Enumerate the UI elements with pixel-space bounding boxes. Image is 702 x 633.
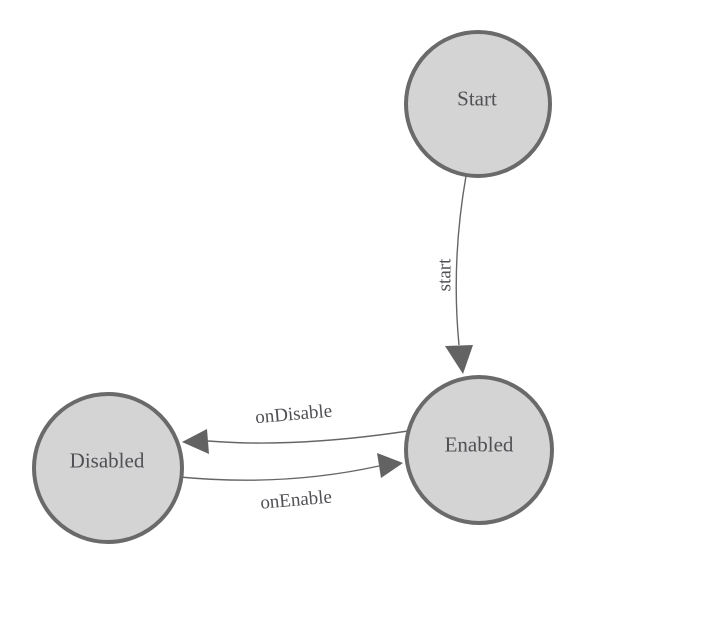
node-circle-enabled[interactable] [404, 375, 554, 525]
edge-label-on-disable: onDisable [254, 401, 333, 429]
arrowhead-on-disable [182, 429, 209, 454]
node-circle-start[interactable] [404, 30, 552, 178]
node-start[interactable]: Start [404, 30, 552, 178]
node-disabled[interactable]: Disabled [32, 392, 184, 544]
node-label-enabled: Enabled [445, 432, 514, 456]
node-enabled[interactable]: Enabled [404, 375, 554, 525]
edge-on-enable-transition: onEnable [179, 453, 403, 514]
node-circle-disabled[interactable] [32, 392, 184, 544]
edge-label-start: start [435, 258, 456, 291]
edge-on-disable-transition: onDisable [182, 401, 409, 454]
arrowhead-start-transition [445, 345, 473, 374]
edge-line-on-enable [179, 465, 380, 481]
arrowhead-on-enable [377, 453, 403, 478]
edge-label-on-enable: onEnable [259, 487, 332, 514]
edge-line-start-transition [455, 175, 467, 346]
node-label-start: Start [457, 86, 497, 110]
edge-start-transition: start [435, 175, 473, 374]
node-label-disabled: Disabled [70, 448, 145, 472]
edge-line-on-disable [207, 430, 409, 444]
